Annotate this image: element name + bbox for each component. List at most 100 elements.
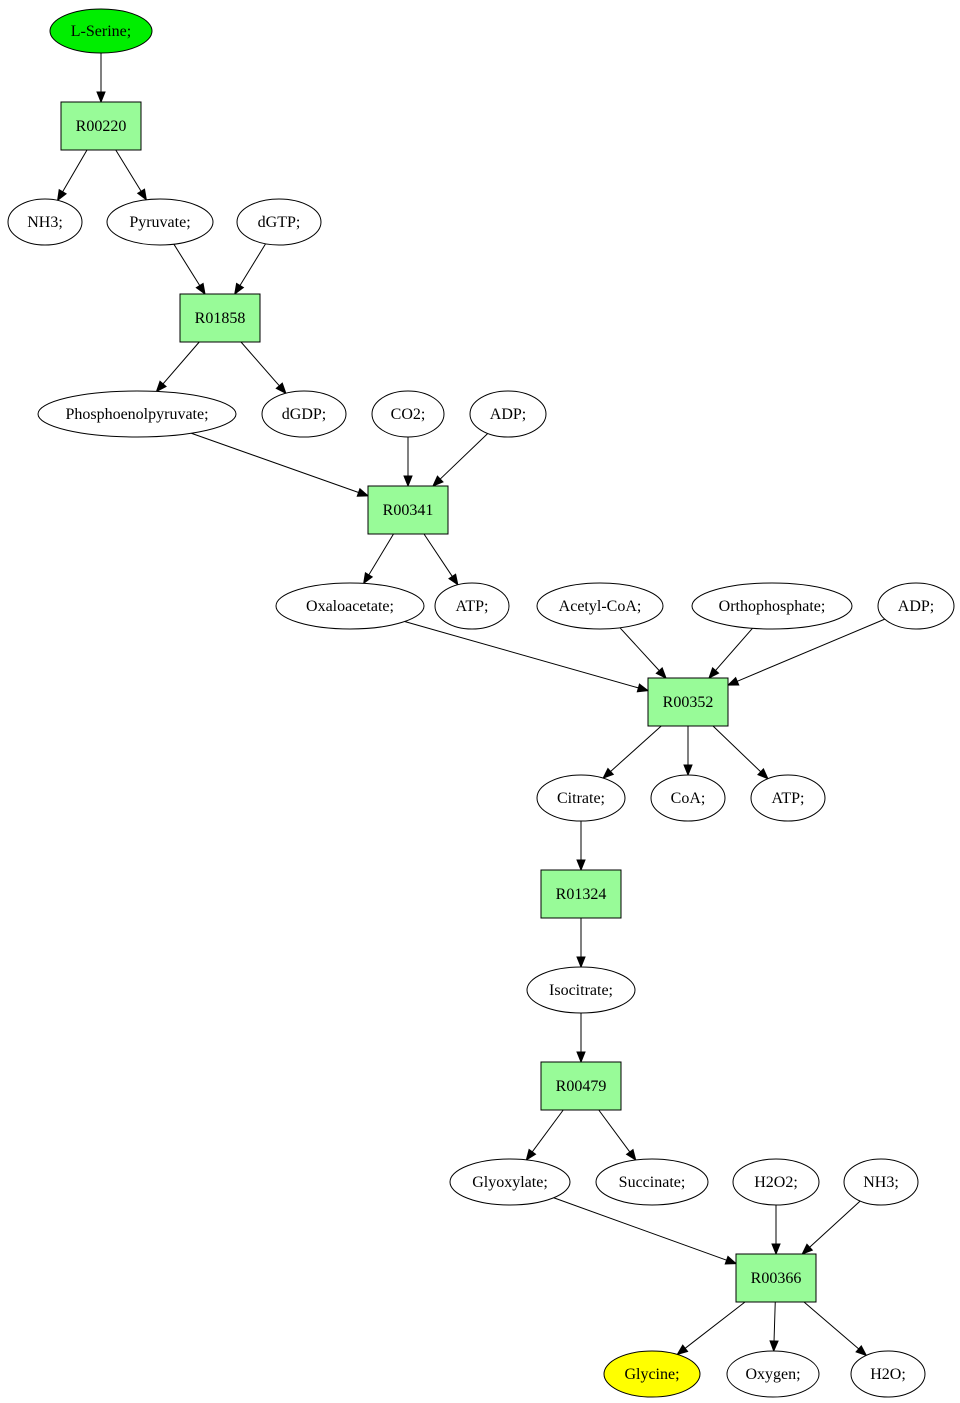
node-label: Glycine; bbox=[624, 1366, 679, 1383]
compound-ellipse bbox=[536, 774, 626, 822]
edge-line bbox=[773, 1301, 776, 1342]
node-label: Phosphoenolpyruvate; bbox=[65, 406, 208, 423]
arrowhead bbox=[195, 282, 206, 296]
reaction-node-r01858: R01858 bbox=[179, 293, 261, 343]
compound-node-isocitrate: Isocitrate; bbox=[526, 966, 636, 1014]
edge-oxaloacetate-to-r00352 bbox=[404, 621, 650, 693]
compound-node-dgtp: dGTP; bbox=[236, 198, 322, 246]
compound-node-lserine: L-Serine; bbox=[49, 8, 153, 54]
compound-node-dgdp: dGDP; bbox=[261, 390, 347, 438]
edge-r01858-to-dgdp bbox=[240, 341, 287, 395]
node-label: Succinate; bbox=[619, 1174, 686, 1191]
compound-ellipse bbox=[726, 1350, 820, 1398]
compound-ellipse bbox=[603, 1350, 701, 1398]
node-label: R00479 bbox=[556, 1078, 607, 1095]
edge-lserine-to-r00220 bbox=[96, 53, 106, 104]
arrowhead bbox=[726, 676, 740, 686]
arrowhead bbox=[403, 475, 413, 488]
edge-line bbox=[62, 149, 88, 192]
compound-ellipse bbox=[536, 582, 664, 630]
node-label: ATP; bbox=[772, 790, 805, 807]
edge-r00220-to-nh3a bbox=[56, 149, 88, 202]
edge-adp1-to-r00341 bbox=[432, 433, 489, 487]
arrowhead bbox=[356, 487, 370, 497]
arrowhead bbox=[757, 768, 769, 780]
edge-line bbox=[803, 1301, 860, 1350]
arrowhead bbox=[136, 188, 148, 201]
compound-node-glyoxylate: Glyoxylate; bbox=[449, 1158, 571, 1206]
edge-pyruvate-to-r01858 bbox=[173, 243, 206, 296]
arrowhead bbox=[683, 764, 693, 777]
node-label: Pyruvate; bbox=[129, 214, 190, 231]
compound-ellipse bbox=[650, 774, 726, 822]
compound-node-adp2: ADP; bbox=[877, 582, 955, 630]
arrowhead bbox=[362, 571, 374, 585]
compound-ellipse bbox=[37, 390, 237, 438]
edge-orthophosphate-to-r00352 bbox=[708, 627, 753, 680]
compound-ellipse bbox=[732, 1158, 820, 1206]
node-label: Isocitrate; bbox=[549, 982, 613, 999]
compound-ellipse bbox=[850, 1350, 926, 1398]
edge-r00366-to-glycine bbox=[676, 1301, 746, 1356]
arrowhead bbox=[708, 666, 720, 680]
edge-line bbox=[191, 432, 359, 493]
arrowhead bbox=[855, 1344, 868, 1357]
edge-line bbox=[610, 725, 662, 772]
compound-ellipse bbox=[49, 8, 153, 54]
reaction-node-r00352: R00352 bbox=[647, 677, 729, 727]
edge-acetylcoa-to-r00352 bbox=[619, 627, 667, 679]
node-label: Oxygen; bbox=[745, 1366, 800, 1383]
edges-layer bbox=[56, 53, 885, 1357]
compound-ellipse bbox=[691, 582, 853, 630]
arrowhead bbox=[625, 1148, 637, 1162]
node-label: Oxaloacetate; bbox=[306, 598, 394, 615]
edge-line bbox=[809, 1200, 861, 1248]
nodes-layer: L-Serine;R00220NH3;Pyruvate;dGTP;R01858P… bbox=[7, 8, 955, 1398]
arrowhead bbox=[275, 382, 287, 395]
compound-node-acetylcoa: Acetyl-CoA; bbox=[536, 582, 664, 630]
edge-line bbox=[368, 533, 394, 576]
edge-r00352-to-citrate bbox=[602, 725, 662, 780]
arrowhead bbox=[432, 475, 444, 487]
edge-co2-to-r00341 bbox=[403, 437, 413, 488]
compound-ellipse bbox=[877, 582, 955, 630]
compound-node-orthophosphate: Orthophosphate; bbox=[691, 582, 853, 630]
node-label: L-Serine; bbox=[71, 23, 131, 40]
reaction-node-r00479: R00479 bbox=[540, 1061, 622, 1111]
arrowhead bbox=[448, 573, 459, 586]
edge-glyoxylate-to-r00366 bbox=[553, 1197, 738, 1265]
edge-line bbox=[684, 1301, 746, 1349]
edge-r01324-to-isocitrate bbox=[576, 918, 586, 969]
arrowhead bbox=[801, 1243, 814, 1255]
edge-line bbox=[240, 341, 280, 387]
node-label: CO2; bbox=[391, 406, 426, 423]
node-label: Acetyl-CoA; bbox=[559, 598, 642, 615]
arrowhead bbox=[234, 282, 245, 296]
node-label: H2O; bbox=[870, 1366, 906, 1383]
reaction-box bbox=[735, 1253, 817, 1303]
compound-node-citrate: Citrate; bbox=[536, 774, 626, 822]
edge-r01858-to-pep bbox=[155, 341, 200, 393]
arrowhead bbox=[56, 188, 67, 202]
compound-node-pep: Phosphoenolpyruvate; bbox=[37, 390, 237, 438]
compound-ellipse bbox=[236, 198, 322, 246]
edge-nh3b-to-r00366 bbox=[801, 1200, 861, 1255]
reaction-node-r01324: R01324 bbox=[540, 869, 622, 919]
node-label: NH3; bbox=[27, 214, 63, 231]
compound-node-adp1: ADP; bbox=[469, 390, 547, 438]
edge-line bbox=[619, 627, 660, 671]
compound-node-co2: CO2; bbox=[371, 390, 445, 438]
edge-line bbox=[598, 1109, 631, 1153]
edge-line bbox=[404, 621, 639, 689]
reaction-box bbox=[647, 677, 729, 727]
compound-node-succinate: Succinate; bbox=[595, 1158, 709, 1206]
edge-line bbox=[115, 149, 142, 192]
edge-h2o2-to-r00366 bbox=[771, 1205, 781, 1256]
arrowhead bbox=[771, 1243, 781, 1256]
arrowhead bbox=[96, 91, 106, 104]
arrowhead bbox=[655, 667, 667, 679]
edge-r00479-to-succinate bbox=[598, 1109, 637, 1162]
compound-ellipse bbox=[261, 390, 347, 438]
edge-r00352-to-coa bbox=[683, 726, 693, 777]
node-label: Orthophosphate; bbox=[719, 598, 826, 615]
